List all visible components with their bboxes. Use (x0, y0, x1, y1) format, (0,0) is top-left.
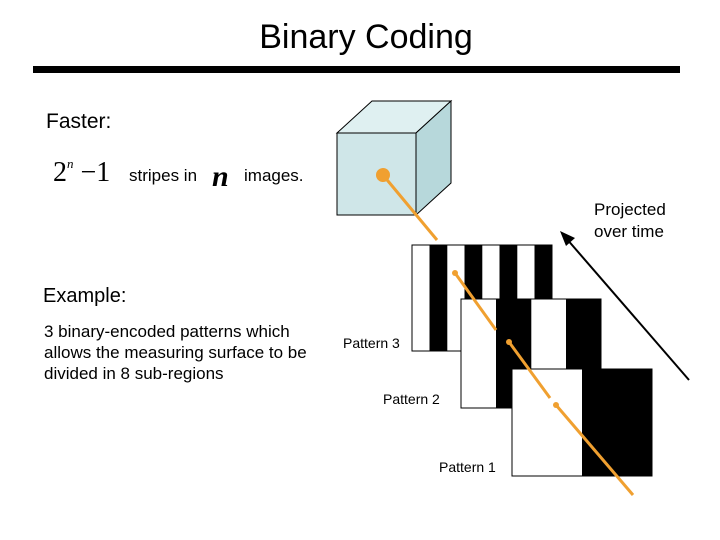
projection-ray (453, 272, 498, 331)
ray-source-dot (506, 339, 512, 345)
dark-stripe (599, 369, 618, 476)
projection-ray (554, 404, 635, 496)
slide-title: Binary Coding (259, 18, 473, 56)
example-heading: Example: (43, 285, 127, 307)
images-text: images. (244, 166, 304, 185)
time-arrow (560, 231, 690, 381)
dark-stripe (496, 299, 514, 408)
stripes-in-text: stripes in (129, 166, 198, 185)
time-arrow-line (565, 237, 690, 381)
projection-ray (507, 341, 552, 399)
faster-heading: Faster: (46, 110, 112, 133)
projection-ray (381, 174, 439, 241)
title-divider (33, 66, 680, 73)
dark-stripe (582, 369, 600, 476)
pattern-2-label: Pattern 2 (383, 391, 440, 407)
n-variable: n (212, 160, 229, 193)
formula-tail: −1 (80, 157, 111, 188)
pattern-1-label: Pattern 1 (439, 459, 496, 475)
stripe-count-formula: 2n −1 (53, 156, 110, 189)
example-description: 3 binary-encoded patterns which allows t… (44, 322, 307, 383)
pattern-1-card (511, 368, 653, 477)
formula-exponent: n (67, 156, 74, 171)
projected-line-1: Projected (594, 200, 666, 219)
ray-source-dot (376, 168, 390, 182)
pattern-3-label: Pattern 3 (343, 335, 400, 351)
ray-source-dot (452, 270, 458, 276)
time-arrow-head (560, 231, 575, 246)
dark-stripe (634, 369, 653, 476)
dark-stripe (617, 369, 635, 476)
ray-source-dot (553, 402, 559, 408)
projected-line-2: over time (594, 222, 664, 241)
projector-cube (335, 99, 453, 217)
projected-over-time-label: Projected over time (594, 199, 666, 243)
projector-front-face (336, 132, 417, 216)
formula-base: 2 (53, 157, 67, 188)
pattern-border (511, 368, 653, 477)
dark-stripe (429, 245, 448, 351)
